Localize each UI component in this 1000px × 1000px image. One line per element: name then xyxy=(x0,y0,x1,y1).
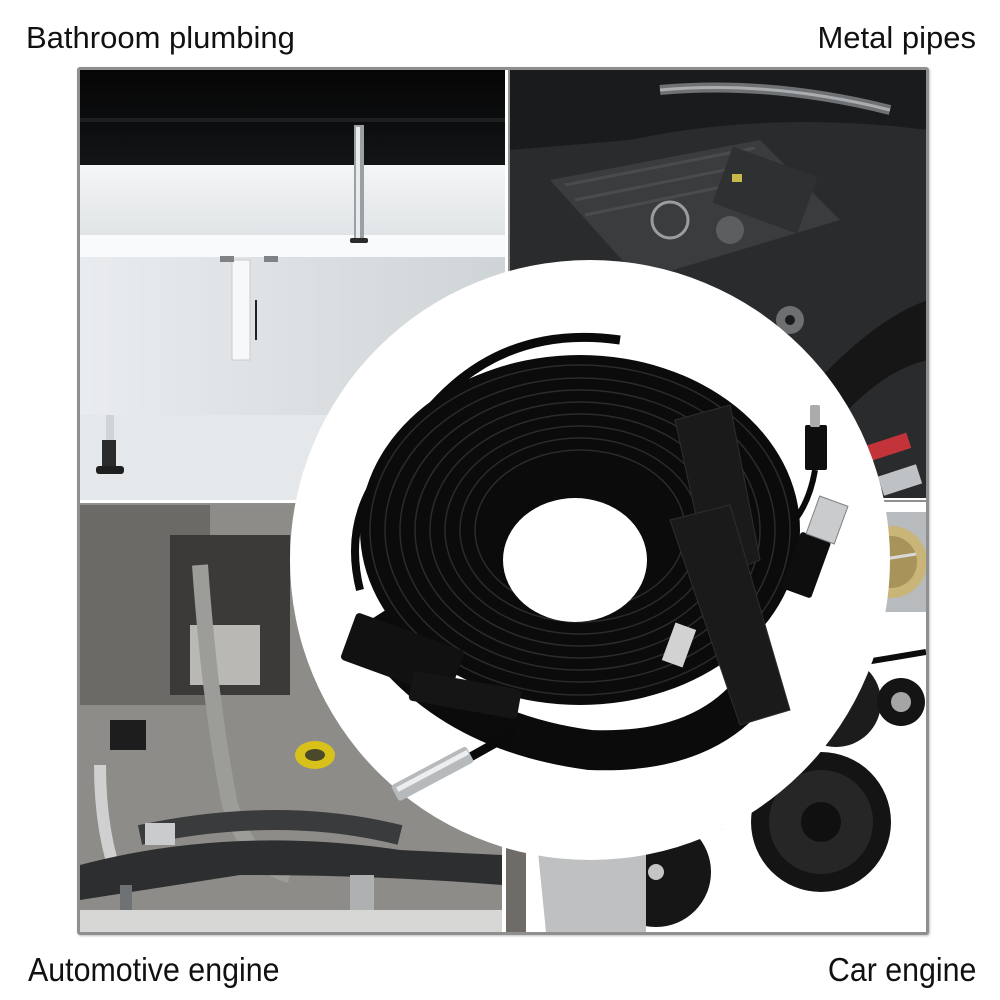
photo-collage-frame xyxy=(77,67,929,935)
panel-automotive-engine xyxy=(80,503,502,932)
label-car-engine: Car engine xyxy=(827,951,976,988)
automotive-engine-photo xyxy=(80,505,502,932)
label-bathroom-plumbing: Bathroom plumbing xyxy=(26,20,295,55)
endoscope-cable-coil xyxy=(341,332,849,801)
label-metal-pipes: Metal pipes xyxy=(817,20,976,55)
product-highlight-circle xyxy=(290,260,890,860)
label-automotive-engine: Automotive engine xyxy=(28,951,280,988)
